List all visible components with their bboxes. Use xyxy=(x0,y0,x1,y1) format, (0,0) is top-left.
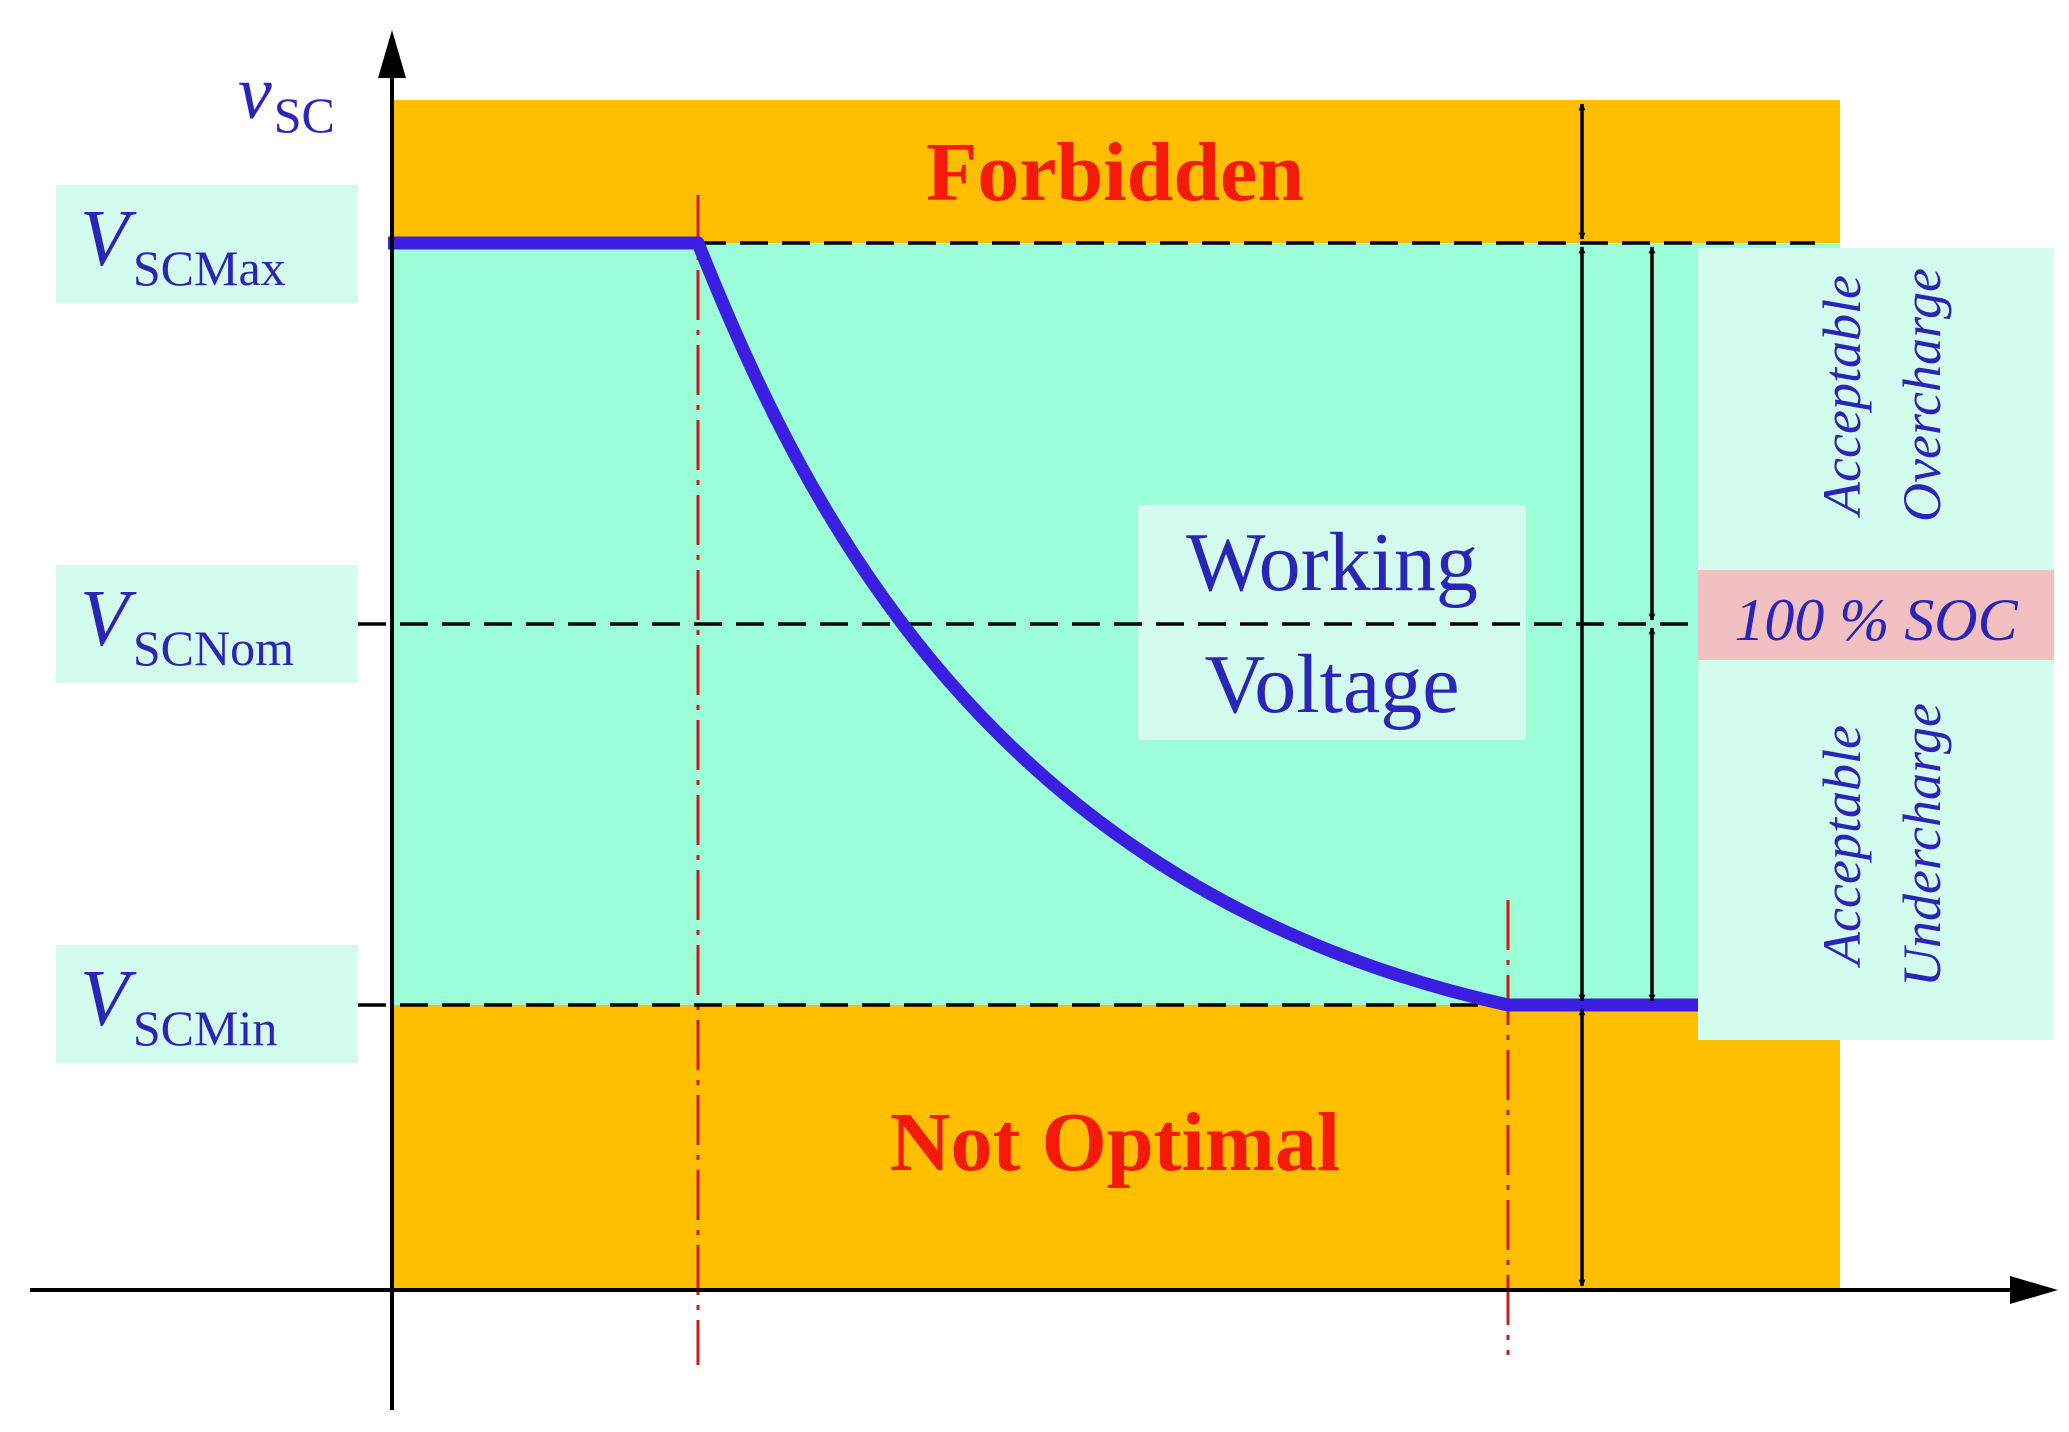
forbidden-band xyxy=(392,100,1840,243)
voltage-label: Voltage xyxy=(1204,638,1459,731)
soc-label: 100 % SOC xyxy=(1734,587,2018,653)
vscmin-label: VSCMin xyxy=(80,955,277,1056)
soc-label-bg xyxy=(1698,570,2054,660)
overcharge-label-line2: Overcharge xyxy=(1892,268,1952,522)
forbidden-label: Forbidden xyxy=(926,126,1304,219)
undercharge-label-line1: Acceptable xyxy=(1812,725,1872,968)
voltage-curve xyxy=(388,236,1698,1012)
working-label: Working xyxy=(1186,516,1478,609)
y-axis-arrowhead xyxy=(378,30,406,78)
vscmin-label-bg xyxy=(56,945,358,1063)
undercharge-label-line2: Undercharge xyxy=(1892,703,1952,987)
not-optimal-band xyxy=(392,1005,1840,1290)
vscmax-label-bg xyxy=(56,185,358,303)
vscmax-label: VSCMax xyxy=(80,195,286,296)
not-optimal-label: Not Optimal xyxy=(890,1096,1340,1189)
x-axis-arrowhead xyxy=(2010,1276,2058,1304)
vscnom-label-bg xyxy=(56,565,358,683)
vscnom-label: VSCNom xyxy=(80,575,294,676)
y-axis-label: vSC xyxy=(238,51,335,143)
overcharge-label-line1: Acceptable xyxy=(1812,275,1872,518)
